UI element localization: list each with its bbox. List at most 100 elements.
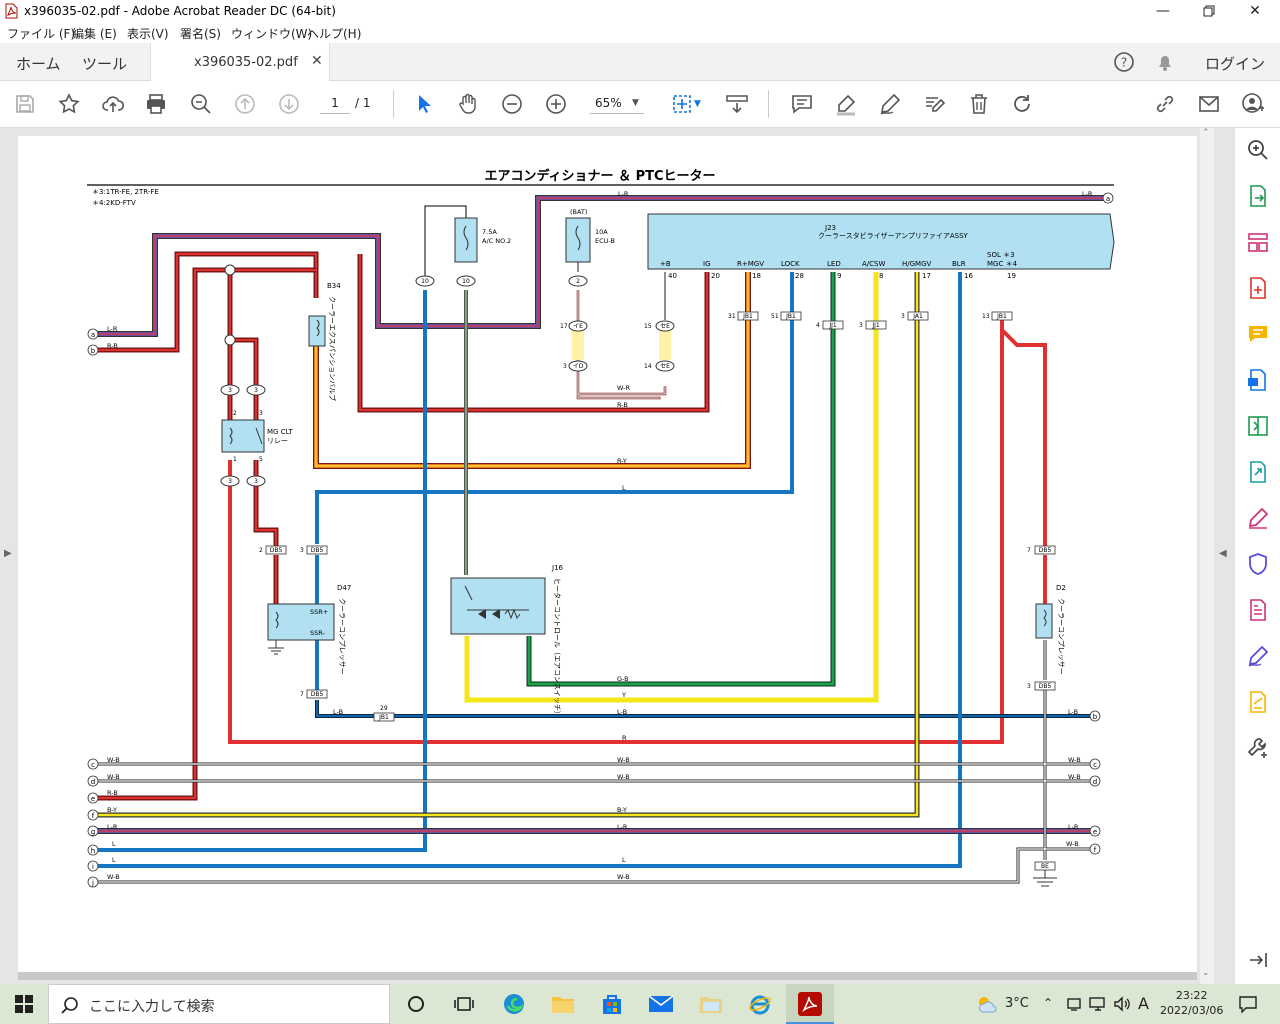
delete-icon[interactable]: [967, 92, 991, 116]
next-page-icon[interactable]: [277, 92, 301, 116]
relay-mg-clt: [221, 419, 265, 453]
acrobat-taskbar-button[interactable]: [786, 984, 834, 1024]
print-icon[interactable]: [144, 92, 168, 116]
task-view-icon[interactable]: [449, 990, 479, 1018]
folder-icon[interactable]: [696, 990, 726, 1018]
svg-text:31: 31: [728, 313, 736, 320]
pin-num: 16: [964, 272, 973, 280]
windows-start-icon[interactable]: [9, 990, 39, 1018]
save-icon[interactable]: [13, 92, 37, 116]
weather-icon[interactable]: [975, 994, 999, 1014]
zoom-search-icon[interactable]: [189, 92, 213, 116]
volume-icon[interactable]: [1113, 996, 1131, 1012]
organize-icon[interactable]: [1246, 230, 1270, 254]
minimize-button[interactable]: —: [1156, 3, 1170, 19]
svg-text:14: 14: [644, 363, 652, 370]
svg-text:15: 15: [644, 323, 652, 330]
zoom-select[interactable]: 65%▼: [590, 93, 644, 114]
hand-tool-icon[interactable]: [456, 92, 480, 116]
menu-sign[interactable]: 署名(S): [180, 27, 221, 41]
edge-browser-icon[interactable]: [499, 990, 529, 1018]
login-button[interactable]: ログイン: [1205, 55, 1266, 73]
edit-sign-icon[interactable]: [922, 92, 946, 116]
cortana-icon[interactable]: [401, 990, 431, 1018]
bell-icon[interactable]: [1156, 52, 1174, 72]
zoom-out-icon[interactable]: [500, 92, 524, 116]
system-clock[interactable]: 23:22 2022/03/06: [1160, 988, 1223, 1018]
fit-chevron-icon[interactable]: ▼: [694, 99, 701, 109]
close-window-button[interactable]: ✕: [1249, 3, 1261, 19]
notification-icon[interactable]: [1238, 995, 1258, 1013]
sign-icon[interactable]: [1246, 644, 1270, 668]
comment-icon[interactable]: [1246, 322, 1270, 346]
upload-cloud-icon[interactable]: [101, 92, 125, 116]
tab-home[interactable]: ホーム: [16, 55, 61, 73]
collapse-panel-icon[interactable]: [1246, 948, 1270, 972]
menu-window[interactable]: ウィンドウ(W): [231, 27, 313, 41]
network-icon[interactable]: [1066, 996, 1082, 1012]
scroll-up-icon[interactable]: ⌃: [1202, 128, 1210, 138]
restore-button[interactable]: [1186, 0, 1232, 22]
ecu-j23-box: [647, 213, 1115, 270]
edit-pdf-icon[interactable]: [1246, 598, 1270, 622]
share-user-icon[interactable]: [1241, 92, 1265, 116]
fill-sign-icon[interactable]: [1246, 506, 1270, 530]
page-number-input[interactable]: 1: [320, 93, 350, 114]
vertical-scrollbar[interactable]: ⌃ ⌄: [1200, 128, 1214, 984]
close-tab-icon[interactable]: ✕: [311, 53, 323, 69]
file-explorer-icon[interactable]: [548, 990, 578, 1018]
ime-indicator[interactable]: A: [1138, 994, 1149, 1013]
note-3: ＊3:1TR-FE, 2TR-FE: [92, 188, 159, 196]
menu-edit[interactable]: 編集 (E): [72, 27, 117, 41]
mail-app-icon[interactable]: [646, 990, 676, 1018]
convert-icon[interactable]: [1246, 368, 1270, 392]
store-icon[interactable]: [597, 990, 627, 1018]
zoom-in-icon[interactable]: [544, 92, 568, 116]
horizontal-scrollbar[interactable]: [18, 972, 1197, 980]
tab-document[interactable]: x396035-02.pdf ✕: [150, 43, 330, 81]
conn-se2: セE: [660, 363, 670, 370]
left-panel-toggle-icon[interactable]: ▶: [4, 548, 12, 559]
prev-page-icon[interactable]: [233, 92, 257, 116]
scroll-down-icon[interactable]: ⌄: [1202, 968, 1210, 978]
tray-chevron-up-icon[interactable]: ⌃: [1043, 996, 1054, 1010]
share-icon[interactable]: [1246, 460, 1270, 484]
taskbar-search-input[interactable]: ここに入力して検索: [48, 984, 390, 1024]
link-icon[interactable]: [1153, 92, 1177, 116]
select-cursor-icon[interactable]: [412, 92, 436, 116]
conn-jb1-a: JB1: [742, 313, 753, 320]
ie-browser-icon[interactable]: [745, 990, 775, 1018]
monitor-icon[interactable]: [1089, 996, 1107, 1012]
create-pdf-icon[interactable]: [1246, 276, 1270, 300]
menu-help[interactable]: ヘルプ(H): [307, 27, 362, 41]
comment-icon[interactable]: [790, 92, 814, 116]
wire-label: R-Y: [617, 457, 627, 465]
zoom-icon[interactable]: [1246, 138, 1270, 162]
export-pdf-icon[interactable]: [1246, 184, 1270, 208]
right-panel-toggle-icon[interactable]: ◀: [1219, 548, 1227, 559]
svg-text:5: 5: [259, 456, 263, 463]
svg-text:3: 3: [859, 322, 863, 329]
menu-view[interactable]: 表示(V): [127, 27, 169, 41]
draw-pen-icon[interactable]: [878, 92, 902, 116]
protect-icon[interactable]: [1246, 552, 1270, 576]
document-viewer[interactable]: エアコンディショナー ＆ PTCヒーター ＊3:1TR-FE, 2TR-FE ＊…: [0, 128, 1234, 984]
more-tools-icon[interactable]: [1246, 736, 1270, 760]
menu-file[interactable]: ファイル (F): [7, 27, 76, 41]
ground-icon: [1033, 870, 1057, 887]
help-icon[interactable]: ?: [1113, 51, 1135, 73]
terminal-c: c: [1093, 761, 1097, 769]
tab-tools[interactable]: ツール: [82, 55, 128, 73]
fit-page-icon[interactable]: [670, 92, 694, 116]
mail-icon[interactable]: [1197, 92, 1221, 116]
request-sign-icon[interactable]: [1246, 690, 1270, 714]
highlight-pen-icon[interactable]: [834, 92, 858, 116]
svg-text:10: 10: [462, 278, 470, 285]
terminal-d: d: [1093, 778, 1097, 786]
pdf-page[interactable]: エアコンディショナー ＆ PTCヒーター ＊3:1TR-FE, 2TR-FE ＊…: [18, 136, 1197, 972]
compress-icon[interactable]: [1246, 414, 1270, 438]
bookmark-star-icon[interactable]: [57, 92, 81, 116]
scroll-mode-icon[interactable]: [725, 92, 749, 116]
rotate-icon[interactable]: [1010, 92, 1034, 116]
wire-label: R-B: [617, 401, 628, 409]
